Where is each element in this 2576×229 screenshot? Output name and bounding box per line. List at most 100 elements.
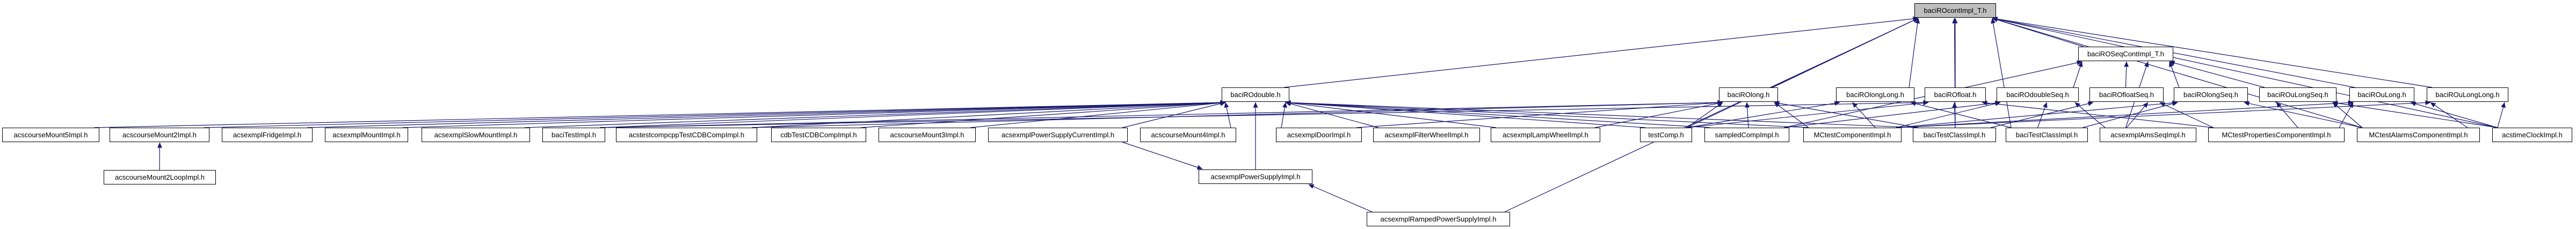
- graph-node-mount5[interactable]: acscourseMount5Impl.h: [2, 128, 99, 142]
- graph-edge-mount2loop-to-mount2: [157, 142, 162, 171]
- graph-edge-bacitest-to-rodouble: [599, 100, 1226, 128]
- graph-edge-bacitestclass1-to-top: [1952, 18, 1957, 128]
- graph-node-rolongseq[interactable]: baciROlongSeq.h: [2174, 87, 2248, 102]
- graph-edge-mctestalarms-to-rolongseq: [2244, 101, 2363, 128]
- graph-node-mount2loop[interactable]: acscourseMount2LoopImpl.h: [104, 170, 216, 184]
- graph-node-testcomp[interactable]: testComp.h: [1640, 128, 1692, 142]
- graph-edge-testcomp-to-rolonglong: [1686, 101, 1840, 128]
- graph-edge-testcomp-to-rolong: [1686, 102, 1723, 128]
- graph-edge-mctestcomp-to-rodouble: [1285, 100, 1809, 128]
- graph-node-roulongseq[interactable]: baciROuLongSeq.h: [2259, 87, 2336, 102]
- graph-node-mount[interactable]: acsexmplMountImpl.h: [325, 128, 408, 142]
- graph-edge-mctestcomp-to-roulong: [1896, 100, 2354, 128]
- graph-node-mount3[interactable]: acscourseMount3Impl.h: [879, 128, 976, 142]
- graph-edge-mount2-to-rodouble: [204, 100, 1226, 128]
- graph-edge-testcomp-to-top: [1686, 18, 1919, 128]
- graph-edge-testcomp-to-rodouble: [1285, 100, 1646, 128]
- graph-edge-acstimeclock-to-top: [1992, 17, 2498, 128]
- graph-node-rofloat[interactable]: baciROfloat.h: [1925, 87, 1986, 102]
- graph-edge-mctestalarms-to-roulonglong: [2430, 102, 2468, 128]
- graph-edge-rodouble-to-top: [1283, 16, 1919, 88]
- graph-node-acstimeclock[interactable]: acstimeClockImpl.h: [2492, 128, 2572, 142]
- graph-edge-pscurrent-to-rodouble: [1122, 101, 1226, 128]
- graph-node-bacitestclass1[interactable]: baciTestClassImpl.h: [1913, 128, 1996, 142]
- graph-node-seqcont[interactable]: baciROSeqContImpl_T.h: [2078, 47, 2173, 61]
- graph-edge-bacitest-to-rolong: [599, 100, 1723, 128]
- graph-edge-mctestcomp-to-rodoubleseq: [1896, 101, 2001, 128]
- graph-edge-acstestcdb-to-rolong: [751, 100, 1723, 128]
- graph-node-mctestcomp[interactable]: MCtestComponentImpl.h: [1803, 128, 1902, 142]
- graph-edge-rofloatseq-to-seqcont: [2124, 61, 2129, 88]
- graph-edge-acstimeclock-to-roulongseq: [2332, 100, 2498, 128]
- graph-node-roulonglong[interactable]: baciROuLongLong.h: [2427, 87, 2508, 102]
- graph-node-bacitest[interactable]: baciTestImpl.h: [542, 128, 605, 142]
- graph-edge-door-to-rodouble: [1281, 102, 1287, 128]
- graph-edge-rolonglong-to-top: [1909, 18, 1920, 88]
- graph-node-mount4[interactable]: acscourseMount4Impl.h: [1140, 128, 1236, 142]
- graph-edge-mctestalarms-to-top: [1992, 17, 2363, 128]
- graph-edge-mctestalarms-to-roulongseq: [2332, 102, 2363, 128]
- graph-node-roulong[interactable]: baciROuLong.h: [2349, 87, 2414, 102]
- graph-edge-mctestprops-to-roulong: [2339, 102, 2354, 128]
- graph-node-lampwheel[interactable]: acsexmplLampWheelImpl.h: [1491, 128, 1600, 142]
- graph-node-ramped[interactable]: acsexmplRampedPowerSupplyImpl.h: [1367, 212, 1510, 226]
- graph-edge-bacitest-to-rofloat: [599, 100, 1929, 128]
- graph-node-slowmount[interactable]: acsexmplSlowMountImpl.h: [422, 128, 530, 142]
- graph-node-top[interactable]: baciROcontImpl_T.h: [1914, 3, 1996, 18]
- graph-edge-seqcont-to-top: [1992, 17, 2084, 47]
- graph-edge-mount5-to-rodouble: [93, 100, 1226, 128]
- graph-edge-mctestcomp-to-rolong: [1774, 102, 1809, 128]
- graph-node-amsseq[interactable]: acsexmplAmsSeqImpl.h: [2100, 128, 2196, 142]
- graph-edge-fridge-to-rodouble: [307, 100, 1226, 128]
- graph-edge-ramped-to-top: [1504, 18, 1919, 212]
- graph-edge-mount4-to-rodouble: [1224, 102, 1231, 128]
- graph-edge-roulong-to-top: [1992, 17, 2355, 88]
- graph-node-fridge[interactable]: acsexmplFridgeImpl.h: [222, 128, 313, 142]
- graph-edge-testcomp-to-rofloat: [1686, 100, 1929, 128]
- graph-edge-roulonglong-to-top: [1992, 17, 2433, 88]
- graph-node-pscurrent[interactable]: acsexmplPowerSupplyCurrentImpl.h: [988, 128, 1128, 142]
- graph-edge-bacitestclass2-to-rolonglong: [1910, 101, 2012, 128]
- graph-node-rolong[interactable]: baciROlong.h: [1719, 87, 1778, 102]
- graph-edge-mctestprops-to-rofloatseq: [2159, 102, 2214, 128]
- graph-node-bacitestclass2[interactable]: baciTestClassImpl.h: [2006, 128, 2088, 142]
- graph-edge-pscurrent-to-powersupply: [1122, 142, 1203, 170]
- graph-edge-lampwheel-to-rolong: [1594, 101, 1723, 128]
- graph-node-filterwheel[interactable]: acsexmplFilterWheelImpl.h: [1373, 128, 1480, 142]
- graph-edge-amsseq-to-rofloatseq: [2126, 102, 2149, 128]
- graph-node-rofloatseq[interactable]: baciROfloatSeq.h: [2089, 87, 2164, 102]
- graph-edge-sampledcomp-to-rodouble: [1285, 100, 1710, 128]
- graph-edge-rolong-to-top: [1772, 18, 1919, 88]
- graph-node-rodoubleseq[interactable]: baciROdoubleSeq.h: [1997, 87, 2079, 102]
- graph-edge-bacitestclass2-to-rolongseq: [2082, 101, 2178, 128]
- graph-edge-mctestcomp-to-rolongseq: [1896, 100, 2178, 128]
- graph-node-mctestprops[interactable]: MCtestPropertiesComponentImpl.h: [2208, 128, 2345, 142]
- graph-edge-bacitestclass1-to-rodouble: [1285, 100, 1919, 128]
- graph-node-cdbtest[interactable]: cdbTestCDBCompImpl.h: [771, 128, 866, 142]
- graph-node-acstestcdb[interactable]: acstestcompcppTestCDBCompImpl.h: [616, 128, 757, 142]
- graph-edge-acstimeclock-to-roulonglong: [2497, 102, 2506, 128]
- graph-node-powersupply[interactable]: acsexmplPowerSupplyImpl.h: [1199, 169, 1312, 184]
- graph-edge-bacitestclass1-to-rofloatseq: [1990, 101, 2094, 128]
- graph-node-door[interactable]: acsexmplDoorImpl.h: [1276, 128, 1362, 142]
- graph-edge-acstestcdb-to-rodouble: [751, 100, 1226, 128]
- graph-edge-cdbtest-to-rodouble: [860, 100, 1226, 128]
- graph-edge-mctestprops-to-roulongseq: [2276, 102, 2298, 128]
- graph-node-rodouble[interactable]: baciROdouble.h: [1222, 87, 1289, 102]
- graph-node-sampledcomp[interactable]: sampledCompImpl.h: [1704, 128, 1789, 142]
- graph-edge-bacitestclass1-to-rofloat: [1952, 102, 1957, 128]
- graph-node-rolonglong[interactable]: baciROlongLong.h: [1836, 87, 1914, 102]
- graph-node-mctestalarms[interactable]: MCtestAlarmsComponentImpl.h: [2357, 128, 2480, 142]
- graph-edge-rodoubleseq-to-seqcont: [2073, 61, 2083, 88]
- graph-edge-mctestcomp-to-rolonglong: [1852, 102, 1876, 128]
- graph-edge-slowmount-to-rodouble: [524, 100, 1226, 128]
- graph-edge-acstimeclock-to-roulong: [2410, 101, 2498, 128]
- graph-edge-mount3-to-rodouble: [970, 100, 1226, 128]
- graph-edge-mount-to-rodouble: [402, 100, 1226, 128]
- graph-edge-bacitestclass1-to-rolong: [1774, 101, 1919, 128]
- graph-edge-rolongseq-to-seqcont: [2169, 61, 2180, 88]
- graph-node-mount2[interactable]: acscourseMount2Impl.h: [110, 128, 209, 142]
- graph-edge-sampledcomp-to-rolong: [1745, 102, 1750, 128]
- graph-edge-ramped-to-powersupply: [1308, 184, 1373, 212]
